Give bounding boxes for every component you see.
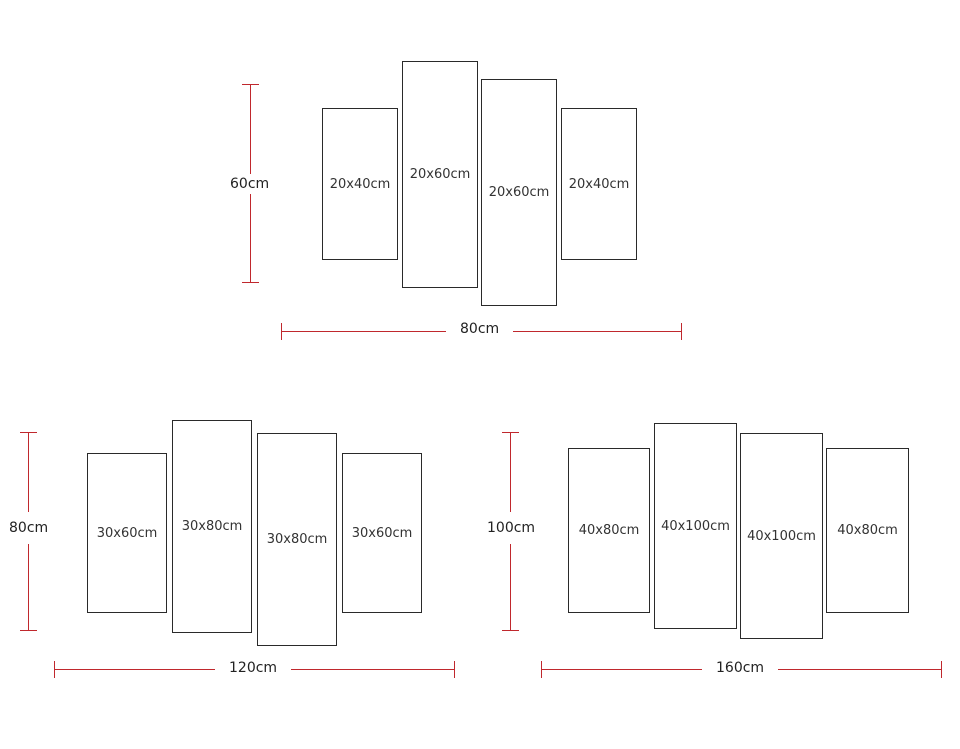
panel-size-label: 20x60cm (409, 167, 471, 182)
panel-size-label: 20x60cm (488, 185, 550, 200)
canvas-panel: 20x40cm (322, 108, 398, 260)
width-label: 160cm (702, 660, 779, 676)
panel-size-label: 40x80cm (578, 523, 640, 538)
height-dimension-tick-bottom (20, 630, 37, 631)
width-dimension-tick-left (541, 661, 542, 678)
height-dimension-tick-bottom (502, 630, 519, 631)
width-label: 80cm (446, 321, 514, 337)
canvas-panel: 30x80cm (257, 433, 337, 646)
height-label: 60cm (230, 174, 270, 194)
panel-size-label: 40x100cm (661, 518, 730, 534)
width-dimension-tick-right (941, 661, 942, 678)
height-dimension-tick-top (20, 432, 37, 433)
panel-size-label: 40x80cm (837, 523, 898, 538)
height-dimension-tick-top (502, 432, 519, 433)
panel-size-label: 30x60cm (351, 525, 413, 541)
height-label: 80cm (9, 512, 49, 544)
panel-size-label: 30x60cm (96, 525, 158, 541)
canvas-panel: 30x60cm (87, 453, 167, 613)
height-dimension-tick-top (242, 84, 259, 85)
canvas-panel: 30x60cm (342, 453, 422, 613)
canvas-panel: 20x60cm (481, 79, 557, 306)
width-dimension-tick-left (54, 661, 55, 678)
height-label: 100cm (487, 512, 536, 544)
width-label: 120cm (215, 660, 292, 676)
canvas-panel: 40x80cm (826, 448, 909, 613)
width-dimension-tick-right (681, 323, 682, 340)
canvas-panel: 20x40cm (561, 108, 637, 260)
canvas-panel: 30x80cm (172, 420, 252, 633)
panel-size-label: 30x80cm (266, 532, 328, 547)
canvas-panel: 20x60cm (402, 61, 478, 288)
height-dimension-tick-bottom (242, 282, 259, 283)
width-dimension-tick-right (454, 661, 455, 678)
canvas-panel: 40x100cm (740, 433, 823, 639)
panel-size-label: 30x80cm (181, 519, 243, 534)
panel-size-label: 20x40cm (568, 176, 630, 192)
canvas-panel: 40x80cm (568, 448, 650, 613)
canvas-panel: 40x100cm (654, 423, 737, 629)
width-dimension-tick-left (281, 323, 282, 340)
panel-size-label: 40x100cm (747, 528, 816, 544)
panel-size-label: 20x40cm (329, 176, 391, 192)
